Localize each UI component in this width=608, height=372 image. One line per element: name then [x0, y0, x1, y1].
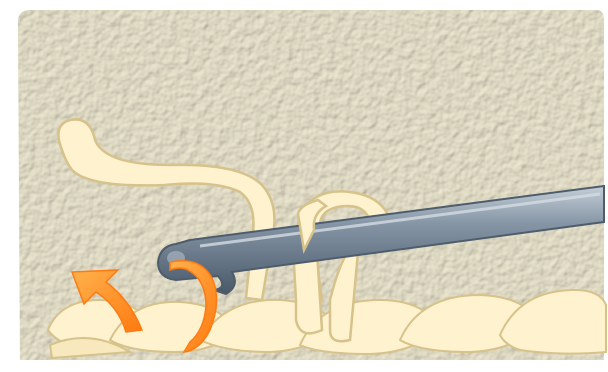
crochet-illustration	[0, 0, 608, 372]
illustration-canvas	[0, 0, 608, 372]
